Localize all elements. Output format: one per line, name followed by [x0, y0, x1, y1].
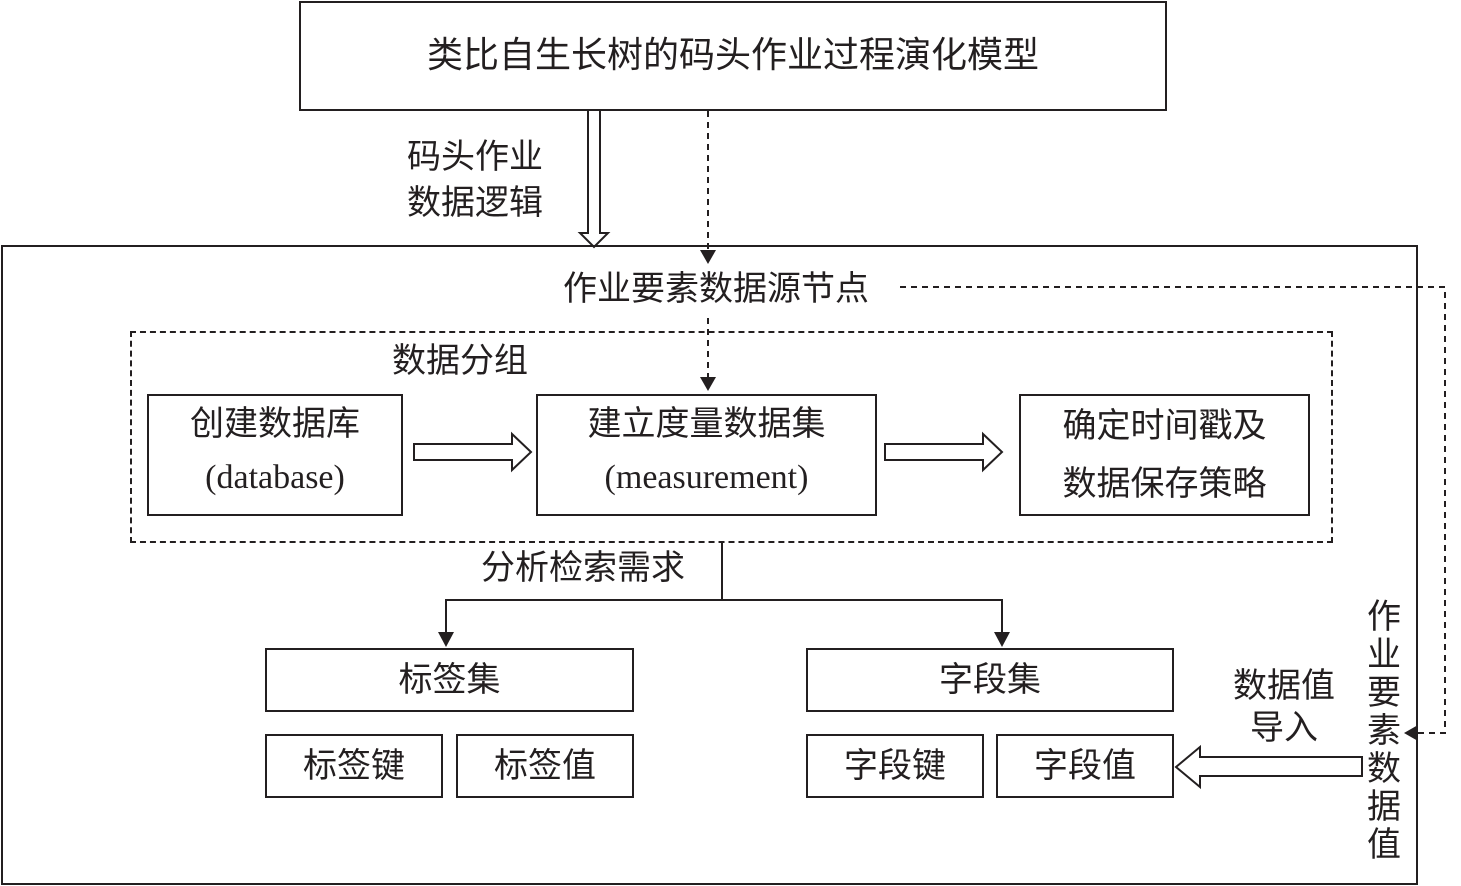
element-values-char: 素	[1367, 711, 1401, 751]
source-to-values-dashed-line	[900, 286, 1446, 734]
tag-value-box: 标签值	[456, 734, 634, 798]
element-values-char: 业	[1367, 635, 1401, 675]
field-set-title: 字段集	[939, 660, 1041, 700]
element-values-char: 作	[1367, 597, 1401, 637]
logic-flow-arrow	[577, 111, 611, 249]
field-value-label: 字段值	[1034, 746, 1136, 786]
logic-label-line-1: 码头作业	[407, 137, 543, 177]
tag-value-label: 标签值	[494, 746, 596, 786]
element-values-label: 作业要素数据值	[1364, 598, 1404, 864]
source-node-label: 作业要素数据源节点	[563, 266, 869, 312]
element-values-arrowhead	[1404, 725, 1418, 741]
analysis-label: 分析检索需求	[481, 548, 685, 588]
field-set-box: 字段集	[806, 648, 1174, 712]
measurement-box: 建立度量数据集 (measurement)	[536, 394, 877, 516]
import-label: 数据值 导入	[1228, 665, 1340, 749]
element-values-char: 据	[1367, 787, 1401, 827]
tag-set-box: 标签集	[265, 648, 634, 712]
timestamp-policy-line-2: 数据保存策略	[1062, 464, 1267, 504]
field-key-box: 字段键	[806, 734, 984, 798]
evolution-model-title: 类比自生长树的码头作业过程演化模型	[426, 35, 1039, 76]
source-node-arrowhead	[700, 250, 716, 264]
measurement-cn: 建立度量数据集	[587, 404, 826, 444]
field-set-arrowhead	[994, 632, 1010, 647]
import-label-line-2: 导入	[1250, 708, 1318, 748]
element-values-char: 数	[1367, 749, 1401, 789]
tag-key-label: 标签键	[303, 746, 405, 786]
tag-set-title: 标签集	[398, 660, 501, 700]
element-values-char: 要	[1367, 673, 1401, 713]
measurement-to-timestamp-arrow	[884, 431, 1004, 473]
timestamp-policy-box: 确定时间戳及 数据保存策略	[1019, 394, 1310, 516]
measurement-en: (measurement)	[604, 459, 809, 496]
timestamp-policy-line-1: 确定时间戳及	[1062, 406, 1267, 446]
field-key-label: 字段键	[844, 746, 946, 786]
element-values-char: 值	[1367, 825, 1401, 865]
create-database-en: (database)	[205, 459, 345, 496]
create-database-cn: 创建数据库	[190, 404, 360, 444]
evolution-model-box: 类比自生长树的码头作业过程演化模型	[299, 1, 1167, 111]
data-grouping-title: 数据分组	[392, 341, 528, 381]
db-to-measurement-arrow	[413, 431, 533, 473]
create-database-box: 创建数据库 (database)	[147, 394, 403, 516]
data-grouping-region	[130, 331, 1333, 543]
field-value-box: 字段值	[996, 734, 1174, 798]
measurement-arrowhead	[700, 377, 716, 391]
logic-label: 码头作业 数据逻辑	[407, 134, 543, 226]
outer-frame	[1, 245, 1418, 885]
tag-key-box: 标签键	[265, 734, 443, 798]
tag-set-arrowhead	[438, 632, 454, 647]
logic-label-line-2: 数据逻辑	[407, 183, 543, 223]
analysis-branch-line	[445, 599, 1003, 633]
import-arrow	[1174, 744, 1363, 790]
import-label-line-1: 数据值	[1233, 666, 1335, 706]
